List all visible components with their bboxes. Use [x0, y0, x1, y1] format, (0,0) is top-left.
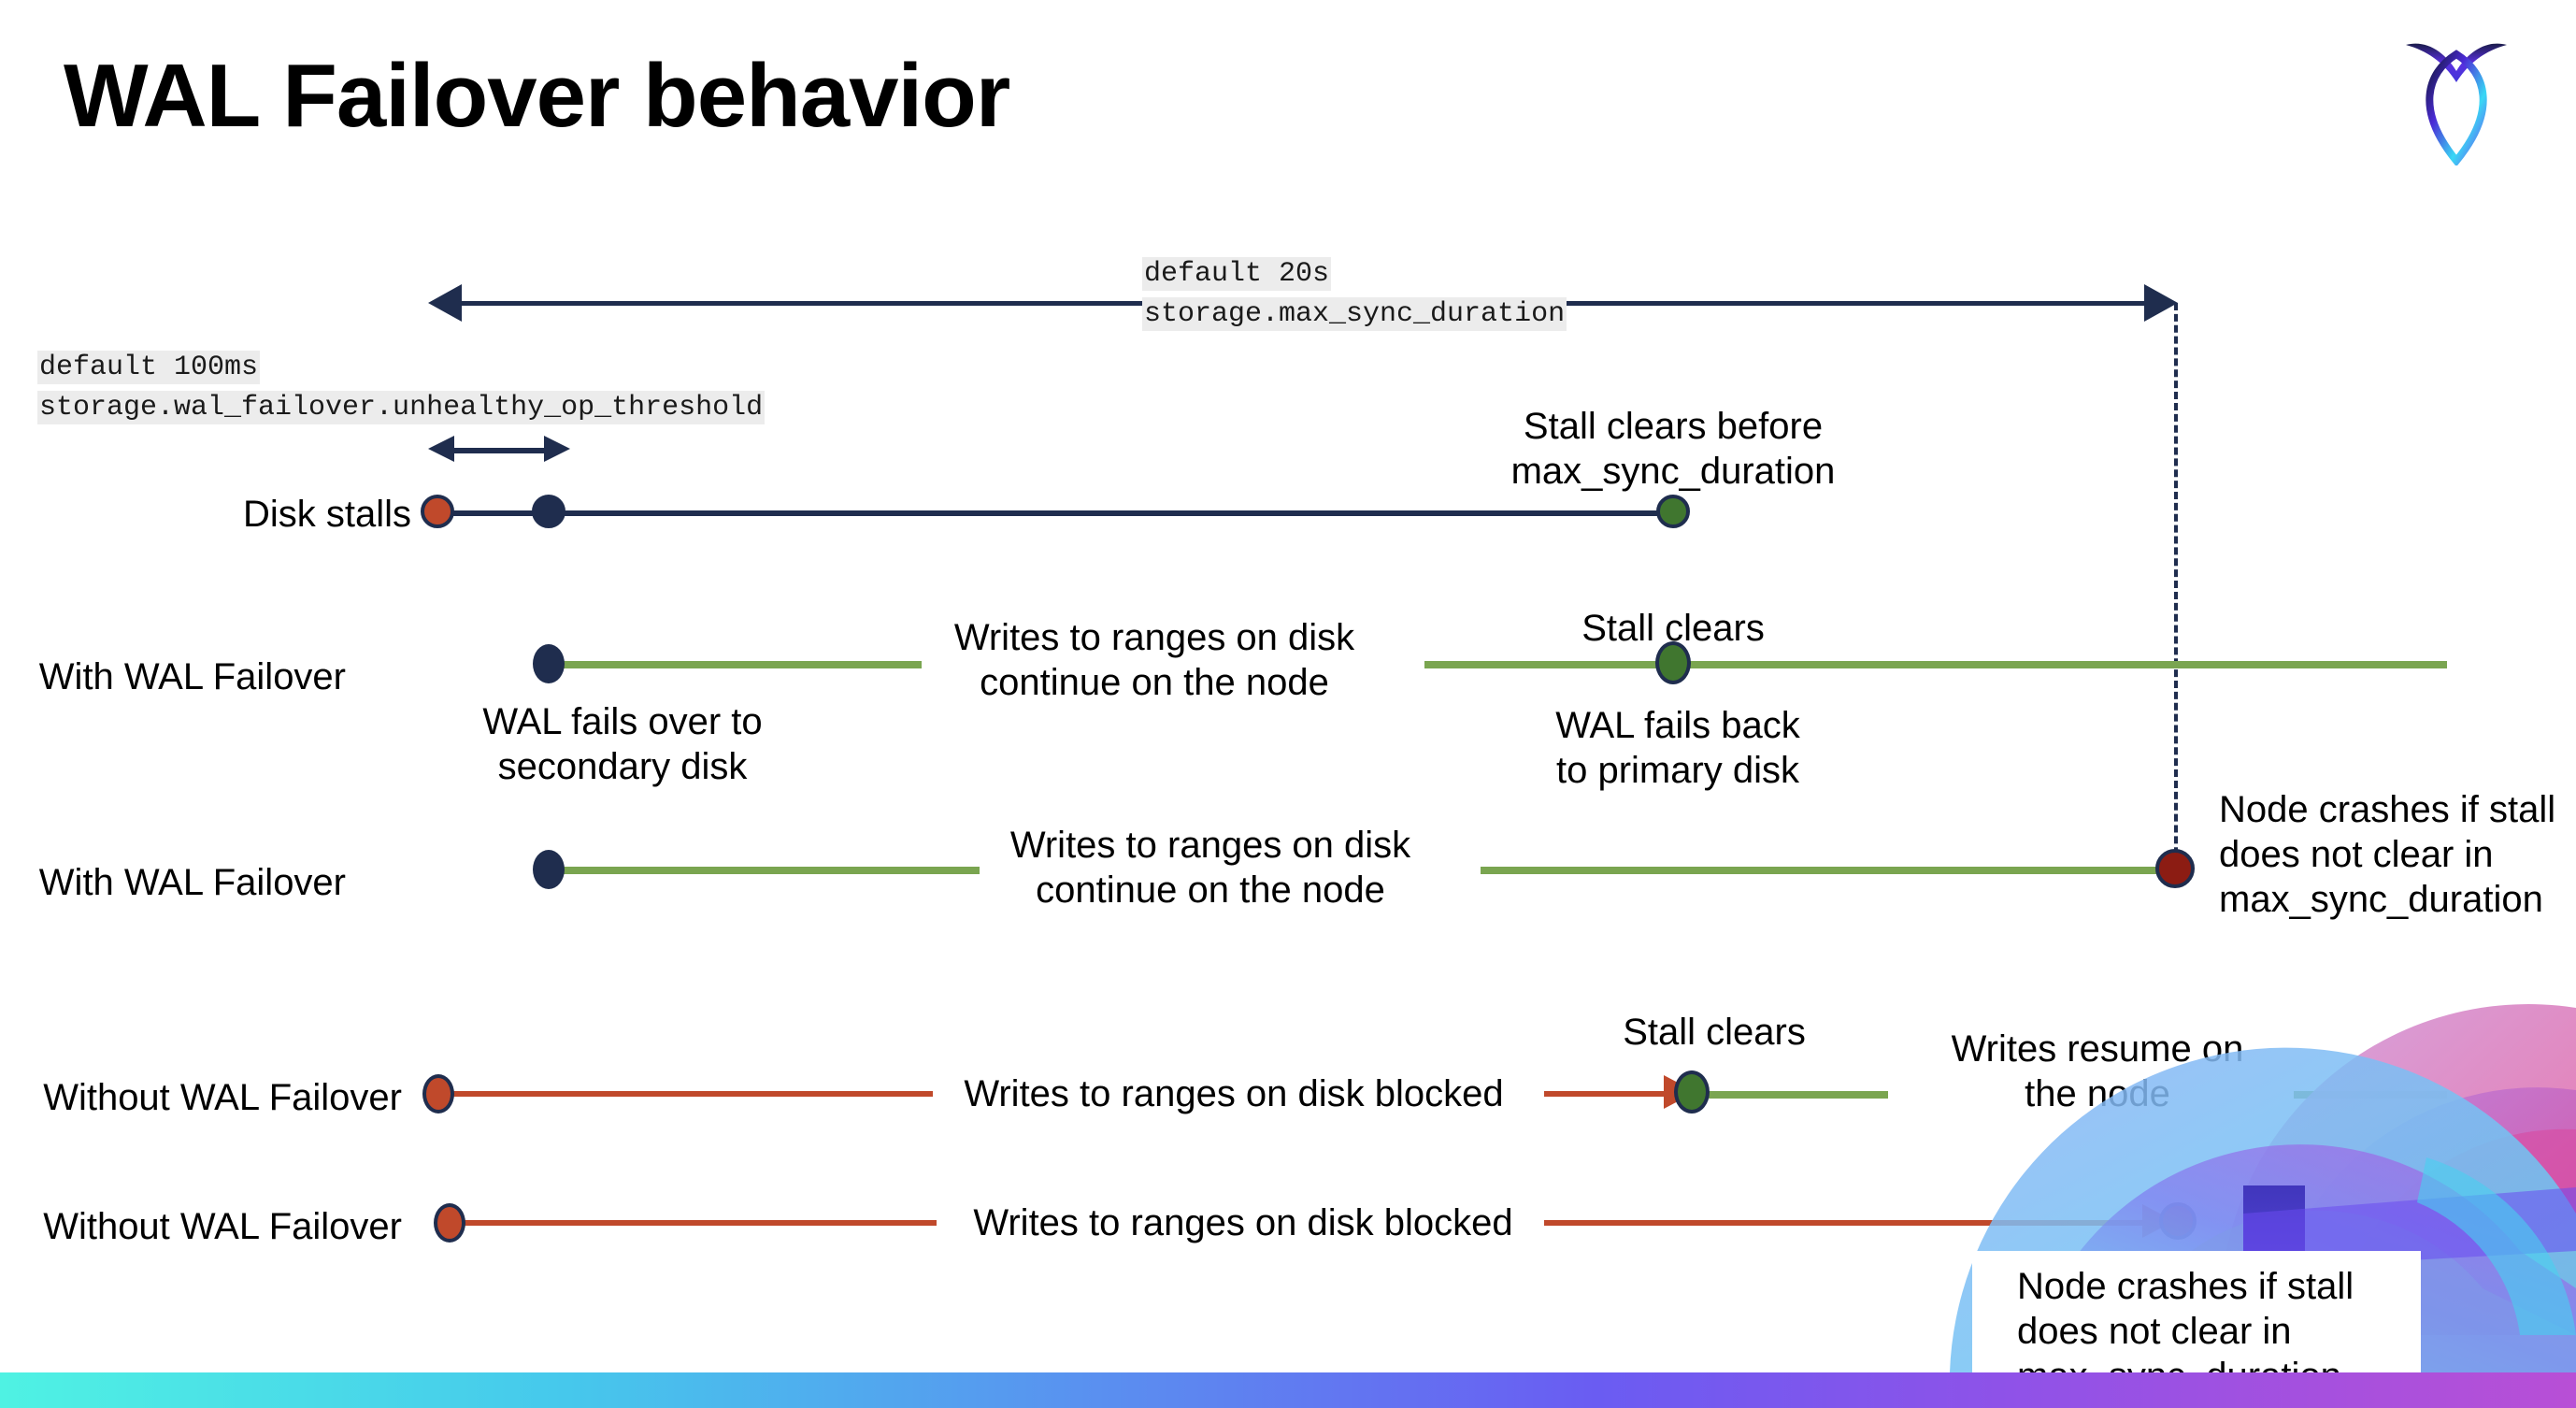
max-sync-end-guide [2174, 303, 2178, 877]
without-failover-2-red-segment-a [458, 1220, 937, 1226]
disk-stall-start-dot [421, 495, 454, 528]
disk-stalls-timeline [437, 510, 1673, 516]
bottom-gradient-bar [0, 1372, 2576, 1408]
unhealthy-threshold-annotation: default 100ms storage.wal_failover.unheal… [37, 348, 766, 428]
threshold-arrow-left-head [428, 436, 454, 462]
with-failover-1-clear-dot [1655, 641, 1691, 684]
with-failover-1-start-dot [533, 644, 565, 683]
note-wal-fails-over: WAL fails over to secondary disk [482, 701, 763, 787]
page-title: WAL Failover behavior [64, 46, 1010, 146]
note-stall-clears-before: Stall clears before max_sync_duration [1510, 406, 1836, 492]
threshold-arrow-right-head [544, 436, 570, 462]
with-failover-2-green-segment-b [1481, 867, 2172, 874]
note-writes-continue-2: Writes to ranges on disk continue on the… [1009, 825, 1411, 911]
note-wal-fails-back: WAL fails back to primary disk [1555, 705, 1800, 791]
max-sync-setting-name: storage.max_sync_duration [1142, 297, 1567, 331]
row-label-without-wal-failover-1: Without WAL Failover [43, 1077, 402, 1118]
with-failover-1-green-segment-b [1424, 661, 2447, 668]
note-stall-clears-1: Stall clears [1581, 608, 1765, 649]
row-label-disk-stalls: Disk stalls [242, 494, 411, 535]
without-failover-1-green-segment-b [2294, 1091, 2447, 1099]
row-label-with-wal-failover-2: With WAL Failover [38, 862, 346, 903]
with-failover-1-green-segment-a [540, 661, 922, 668]
disk-stall-threshold-dot [532, 495, 565, 528]
without-failover-1-red-segment-b [1544, 1091, 1673, 1097]
max-sync-duration-annotation: default 20s storage.max_sync_duration [1142, 254, 1567, 335]
note-node-crashes-1: Node crashes if stall does not clear in … [2219, 789, 2556, 920]
without-failover-2-start-dot [434, 1203, 465, 1243]
row-label-with-wal-failover-1: With WAL Failover [38, 656, 346, 697]
note-writes-resume: Writes resume on the node [1951, 1028, 2244, 1114]
disk-stall-clear-dot [1656, 495, 1690, 528]
with-failover-2-green-segment-a [540, 867, 980, 874]
without-failover-1-green-segment-a [1701, 1091, 1888, 1099]
with-failover-2-crash-dot [2155, 849, 2195, 888]
without-failover-2-crash-dot [2159, 1202, 2197, 1240]
unhealthy-setting-name: storage.wal_failover.unhealthy_op_thresh… [37, 391, 766, 424]
note-stall-clears-2: Stall clears [1623, 1012, 1806, 1053]
cockroachdb-logo [2400, 30, 2512, 167]
note-writes-blocked-1: Writes to ranges on disk blocked [964, 1073, 1504, 1114]
max-sync-arrow-left-head [428, 284, 462, 322]
without-failover-2-red-segment-b [1544, 1220, 2154, 1226]
without-failover-1-start-dot [422, 1074, 454, 1113]
threshold-span-line [452, 448, 548, 453]
with-failover-2-start-dot [533, 850, 565, 889]
unhealthy-default-label: default 100ms [37, 351, 261, 384]
without-failover-1-clear-dot [1674, 1070, 1710, 1113]
max-sync-arrow-right-head [2144, 284, 2178, 322]
row-label-without-wal-failover-2: Without WAL Failover [43, 1206, 402, 1247]
note-writes-blocked-2: Writes to ranges on disk blocked [973, 1202, 1513, 1243]
without-failover-1-red-segment-a [447, 1091, 933, 1097]
note-writes-continue-1: Writes to ranges on disk continue on the… [953, 617, 1355, 703]
max-sync-default-label: default 20s [1142, 257, 1332, 291]
